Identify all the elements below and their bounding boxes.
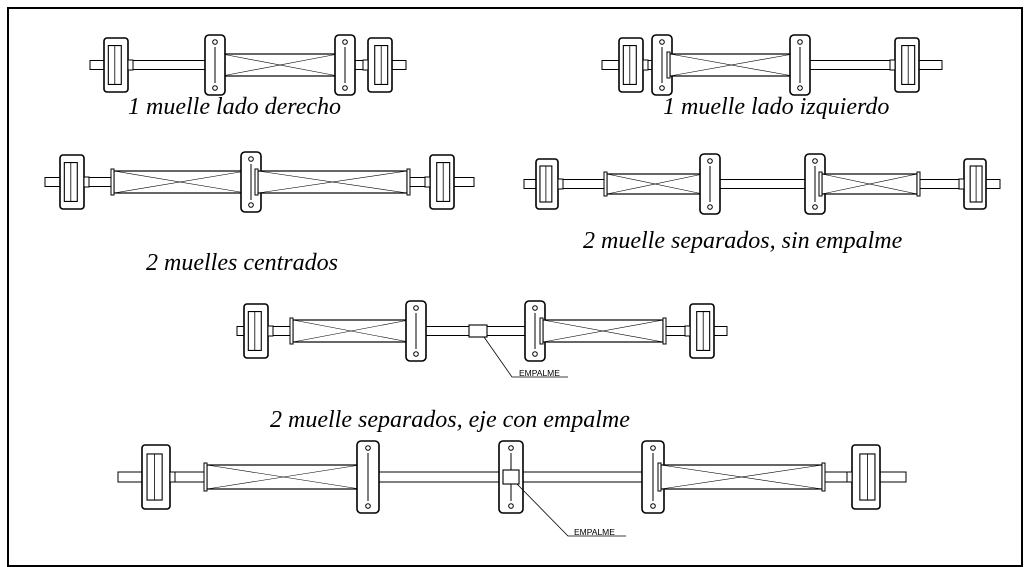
bracket-hole [707, 204, 713, 210]
spring-cross [206, 464, 361, 490]
spring-end-cone [406, 168, 411, 196]
drum-collar [424, 176, 431, 188]
bracket-hole [812, 158, 818, 164]
assembly-one-spring-left [601, 34, 943, 96]
bracket-hole [365, 503, 371, 509]
bracket-hole [659, 39, 665, 45]
bracket-hole [659, 85, 665, 91]
bracket-hole [248, 202, 254, 208]
caption-two-springs-separated-no-splice: 2 muelle separados, sin empalme [583, 228, 903, 254]
spring-shaft-diagram [44, 34, 1001, 537]
spring-end-cone [110, 168, 115, 196]
splice-label-b: EMPALME [574, 527, 615, 537]
caption-two-springs-centered: 2 muelles centrados [146, 250, 338, 276]
spring-end-cone [657, 462, 662, 492]
spring-end-cone [818, 171, 823, 197]
bracket-hole [532, 305, 538, 311]
caption-one-spring-left: 1 muelle lado izquierdo [663, 94, 890, 120]
bracket-hole [212, 39, 218, 45]
drum-collar [846, 471, 853, 483]
spring-cross [660, 464, 823, 490]
spring-cross [821, 173, 918, 195]
bracket-hole [707, 158, 713, 164]
bracket-hole [650, 445, 656, 451]
drum-collar [684, 325, 691, 337]
bracket-hole [508, 503, 514, 509]
drum-collar [889, 59, 896, 71]
bracket-hole [248, 156, 254, 162]
drum-collar [642, 59, 649, 71]
splice-leader-line [516, 483, 626, 537]
drum-collar [557, 178, 564, 190]
spring-cross [292, 319, 410, 343]
spring-end-cone [289, 317, 294, 345]
assembly-two-springs-separated-no-splice [523, 153, 1001, 215]
spring-cross [669, 53, 794, 77]
splice-coupling [468, 324, 488, 338]
bracket-hole [812, 204, 818, 210]
spring-end-cone [821, 462, 826, 492]
bracket-hole [650, 503, 656, 509]
spring-end-cone [203, 462, 208, 492]
drum-collar [958, 178, 965, 190]
drum-collar [267, 325, 274, 337]
spring-end-cone [916, 171, 921, 197]
spring-cross [606, 173, 704, 195]
bracket-hole [342, 85, 348, 91]
splice-label-a: EMPALME [519, 368, 560, 378]
assembly-two-springs-separated-with-splice [236, 300, 728, 378]
bracket-hole [365, 445, 371, 451]
caption-one-spring-right: 1 muelle lado derecho [128, 94, 342, 120]
bracket-hole [212, 85, 218, 91]
spring-end-cone [666, 51, 671, 79]
spring-cross [542, 319, 664, 343]
drum-collar [83, 176, 90, 188]
drum-collar [127, 59, 134, 71]
assembly-large-with-splice [117, 440, 907, 537]
splice-coupling [502, 469, 520, 485]
drum-collar [362, 59, 369, 71]
assembly-two-springs-centered [44, 151, 475, 213]
bracket-hole [413, 351, 419, 357]
drum-collar [169, 471, 176, 483]
bracket-hole [413, 305, 419, 311]
bracket-hole [532, 351, 538, 357]
spring-end-cone [603, 171, 608, 197]
bracket-hole [508, 445, 514, 451]
spring-end-cone [539, 317, 544, 345]
spring-end-cone [254, 168, 259, 196]
spring-cross [221, 53, 339, 77]
assembly-one-spring-right [89, 34, 407, 96]
bracket-hole [342, 39, 348, 45]
shaft [523, 179, 1001, 189]
spring-cross [113, 170, 247, 194]
bracket-hole [797, 39, 803, 45]
bracket-hole [797, 85, 803, 91]
splice-leader-line [483, 336, 568, 378]
caption-two-springs-separated-with-splice: 2 muelle separados, eje con empalme [270, 407, 630, 433]
spring-cross [257, 170, 408, 194]
spring-end-cone [662, 317, 667, 345]
